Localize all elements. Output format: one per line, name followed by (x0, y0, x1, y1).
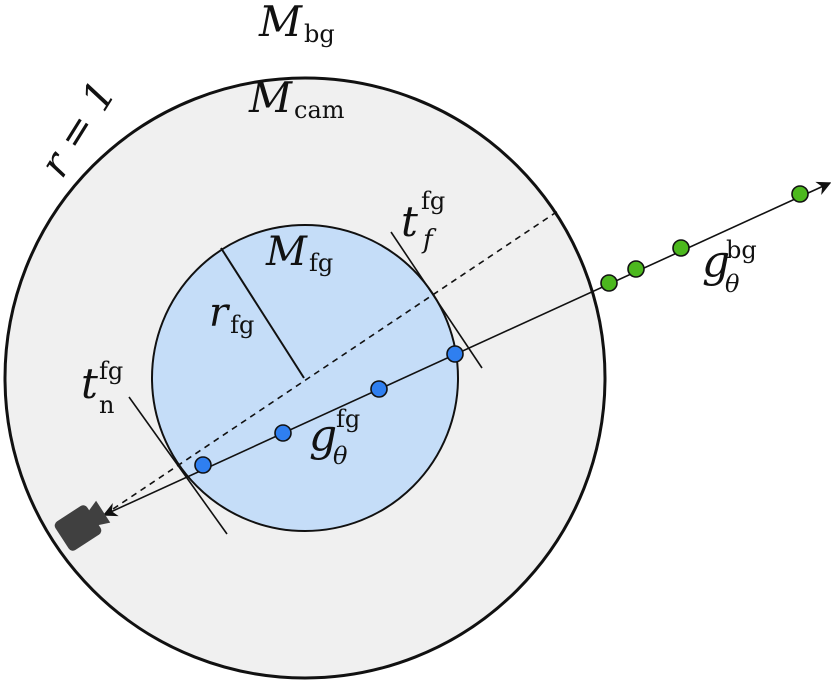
label-m-bg: Mbg (258, 0, 335, 48)
label-t-n-fg: t (81, 359, 98, 408)
bg-sample-point (600, 274, 618, 292)
bg-sample-point (672, 239, 690, 257)
label-t-n-fg-sub: n (99, 391, 114, 419)
fg-sample-point (274, 424, 292, 442)
bg-sample-point (791, 185, 809, 203)
label-g-theta-bg: g (702, 236, 730, 287)
label-t-n-fg-sup: fg (99, 357, 123, 385)
label-m-fg: Mfg (265, 229, 333, 277)
label-g-theta-fg-sub: θ (333, 442, 348, 470)
label-g-theta-bg-sup: bg (726, 236, 757, 264)
label-g-theta-fg-sup: fg (336, 405, 360, 433)
camera-ray (102, 181, 831, 517)
camera-icon (54, 500, 111, 551)
label-g-theta-fg: g (309, 410, 337, 461)
label-g-theta-bg-sub: θ (725, 270, 740, 298)
bg-sample-point (627, 260, 645, 278)
fg-sample-point (446, 345, 464, 363)
label-t-f-fg: t (401, 197, 418, 246)
label-t-f-fg-sup: fg (421, 187, 445, 215)
label-m-cam: Mcam (248, 73, 345, 124)
label-r-fg: rfg (209, 290, 254, 339)
fg-sample-point (370, 380, 388, 398)
fg-sample-point (194, 456, 212, 474)
